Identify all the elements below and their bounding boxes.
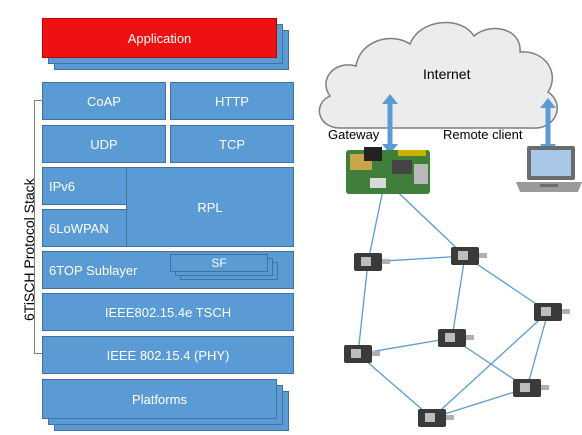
gateway-label: Gateway: [328, 127, 380, 142]
sensor-node-icon: [418, 409, 454, 427]
remote-client-label: Remote client: [443, 127, 523, 142]
coap-layer: CoAP: [42, 82, 166, 120]
sensor-node-icon: [513, 379, 549, 397]
tsch-layer: IEEE802.15.4e TSCH: [42, 293, 294, 331]
udp-layer: UDP: [42, 125, 166, 163]
sensor-node-icon: [438, 329, 474, 347]
internet-label: Internet: [423, 66, 471, 82]
cloud-icon: [318, 21, 558, 129]
tcp-layer: TCP: [170, 125, 294, 163]
http-layer: HTTP: [170, 82, 294, 120]
sensor-node-icon: [534, 303, 570, 321]
sensor-node-icon: [451, 247, 487, 265]
platforms-layer: Platforms: [42, 379, 277, 419]
sensor-node-icon: [344, 345, 380, 363]
laptop-icon: [516, 146, 582, 192]
raspberry-pi-gateway-icon: [346, 147, 430, 194]
sensor-node-icon: [354, 253, 390, 271]
stack-bracket: [34, 100, 44, 354]
sensor-nodes: [344, 247, 570, 427]
application-layer: Application: [42, 18, 277, 58]
phy-layer: IEEE 802.15.4 (PHY): [42, 336, 294, 374]
gateway-arrow: [382, 94, 398, 154]
rpl-layer: RPL: [126, 167, 294, 247]
sf-box: SF: [170, 254, 268, 272]
